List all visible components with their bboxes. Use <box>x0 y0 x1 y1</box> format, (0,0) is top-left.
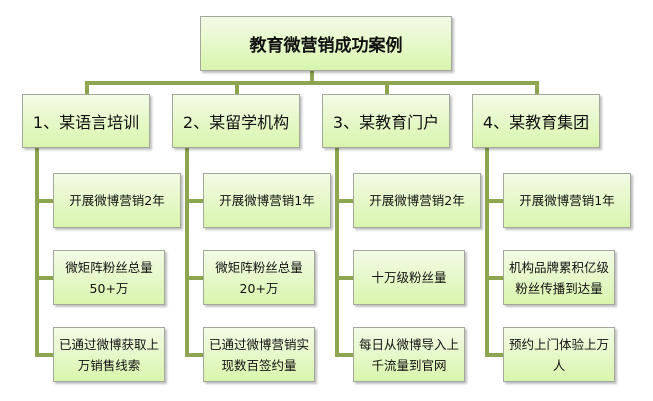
branch-line <box>35 276 53 280</box>
branch-line <box>485 276 503 280</box>
branch-node: 3、某教育门户 <box>322 94 450 148</box>
case-item: 预约上门体验上万人 <box>503 327 615 382</box>
case-item: 已通过微博营销实现数百签约量 <box>203 327 315 382</box>
connector <box>235 81 239 94</box>
branch-line <box>335 353 353 357</box>
case-item-text: 已通过微博营销实现数百签约量 <box>208 336 309 373</box>
branch-label: 3、某教育门户 <box>332 113 440 132</box>
branch-line <box>485 148 489 356</box>
case-item-text: 每日从微博导入上千流量到官网 <box>358 336 459 373</box>
branch-line <box>335 199 353 203</box>
case-item: 微矩阵粉丝总量50+万 <box>53 250 165 305</box>
branch-line <box>335 148 339 356</box>
case-item-text: 已通过微博获取上万销售线索 <box>58 336 159 373</box>
connector <box>310 71 314 85</box>
branch-node: 1、某语言培训 <box>22 94 150 148</box>
case-item-text: 预约上门体验上万人 <box>508 336 609 373</box>
branch-line <box>485 353 503 357</box>
branch-label: 1、某语言培训 <box>32 113 140 132</box>
case-item-text: 机构品牌累积亿级粉丝传播到达量 <box>508 259 609 296</box>
case-item-text: 十万级粉丝量 <box>371 270 447 285</box>
case-item: 开展微博营销1年 <box>203 173 331 228</box>
branch-line <box>185 276 203 280</box>
branch-line <box>335 276 353 280</box>
case-item-text: 微矩阵粉丝总量50+万 <box>65 259 153 296</box>
root-title: 教育微营销成功案例 <box>249 36 403 56</box>
case-item-text: 微矩阵粉丝总量20+万 <box>215 259 303 296</box>
branch-line <box>185 148 189 356</box>
case-item: 每日从微博导入上千流量到官网 <box>353 327 465 382</box>
branch-line <box>485 199 503 203</box>
branch-label: 2、某留学机构 <box>182 113 290 132</box>
branch-node: 2、某留学机构 <box>172 94 300 148</box>
branch-line <box>185 353 203 357</box>
case-item-text: 开展微博营销2年 <box>369 193 465 208</box>
branch-line <box>185 199 203 203</box>
connector <box>85 81 539 85</box>
case-item-text: 开展微博营销2年 <box>69 193 165 208</box>
case-item: 已通过微博获取上万销售线索 <box>53 327 165 382</box>
case-item: 开展微博营销2年 <box>53 173 181 228</box>
case-item: 开展微博营销2年 <box>353 173 481 228</box>
case-item: 机构品牌累积亿级粉丝传播到达量 <box>503 250 615 305</box>
case-item-text: 开展微博营销1年 <box>519 193 615 208</box>
root-node: 教育微营销成功案例 <box>200 16 452 71</box>
case-item: 微矩阵粉丝总量20+万 <box>203 250 315 305</box>
case-item: 开展微博营销1年 <box>503 173 631 228</box>
branch-node: 4、某教育集团 <box>472 94 600 148</box>
branch-label: 4、某教育集团 <box>482 113 590 132</box>
branch-line <box>35 353 53 357</box>
branch-line <box>35 199 53 203</box>
connector <box>85 81 89 94</box>
case-item-text: 开展微博营销1年 <box>219 193 315 208</box>
connector <box>535 81 539 94</box>
connector <box>385 81 389 94</box>
branch-line <box>35 148 39 356</box>
case-item: 十万级粉丝量 <box>353 250 465 305</box>
